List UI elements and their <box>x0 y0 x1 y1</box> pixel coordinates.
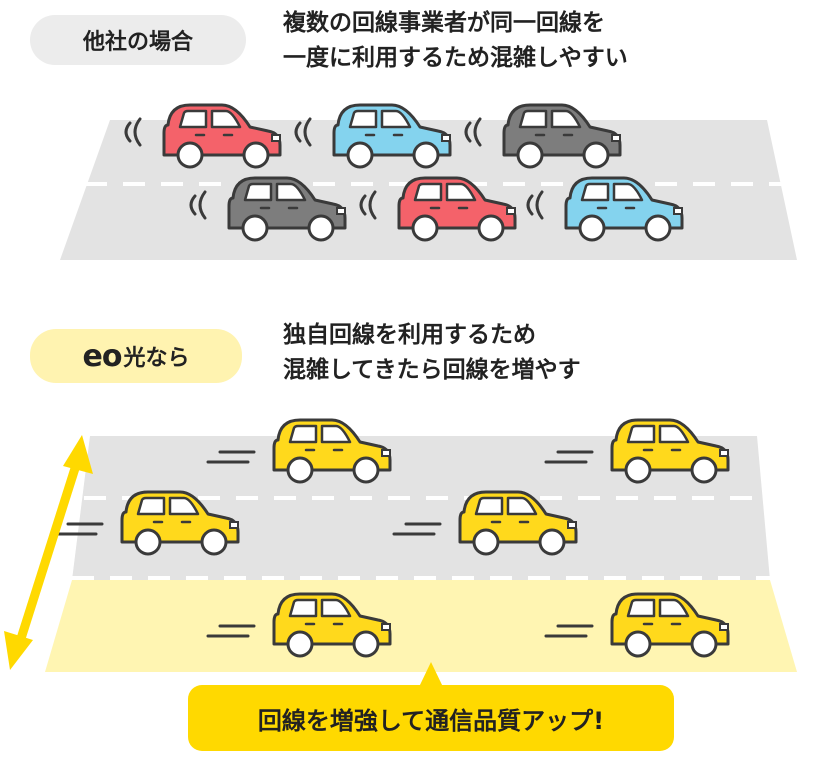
speed-lines-icon <box>206 624 256 638</box>
eo-road <box>72 436 770 580</box>
car-icon <box>162 103 282 169</box>
car-icon <box>397 176 517 242</box>
vibration-icon <box>124 117 142 147</box>
car-icon <box>610 592 730 658</box>
speed-lines-icon <box>54 522 104 536</box>
callout-text: 回線を増強して通信品質アップ! <box>257 706 605 735</box>
car-icon <box>227 176 347 242</box>
car-icon <box>458 490 578 556</box>
vibration-icon <box>464 117 482 147</box>
speed-lines-icon <box>392 522 442 536</box>
car-icon <box>564 176 684 242</box>
vibration-icon <box>294 117 312 147</box>
vibration-icon <box>359 190 377 220</box>
eo-label: eo 光なら <box>30 329 242 383</box>
vibration-icon <box>189 190 207 220</box>
others-label: 他社の場合 <box>30 15 246 65</box>
car-icon <box>120 490 240 556</box>
speed-lines-icon <box>544 624 594 638</box>
callout: 回線を増強して通信品質アップ! <box>188 685 674 751</box>
others-label-text: 他社の場合 <box>82 30 193 55</box>
speed-lines-icon <box>206 450 256 464</box>
car-icon <box>332 103 452 169</box>
others-description-line-1: 複数の回線事業者が同一回線を <box>283 10 605 36</box>
congested-cars <box>124 103 684 242</box>
callout-pointer <box>419 662 443 687</box>
car-icon <box>272 418 392 484</box>
added-lane <box>45 580 797 672</box>
car-icon <box>502 103 622 169</box>
speed-lines-icon <box>544 450 594 464</box>
eo-brand: eo <box>82 338 123 374</box>
eo-description-line-2: 混雑してきたら回線を増やす <box>283 357 581 383</box>
eo-cars <box>54 418 730 658</box>
others-description: 複数の回線事業者が同一回線を 一度に利用するため混雑しやすい <box>283 6 628 76</box>
others-description-line-2: 一度に利用するため混雑しやすい <box>283 45 628 71</box>
car-icon <box>272 592 392 658</box>
vibration-icon <box>526 190 544 220</box>
eo-label-text: 光なら <box>123 346 190 371</box>
lane-expansion-arrow-icon <box>4 435 93 670</box>
car-icon <box>610 418 730 484</box>
eo-description-line-1: 独自回線を利用するため <box>283 322 536 348</box>
eo-description: 独自回線を利用するため 混雑してきたら回線を増やす <box>283 318 581 388</box>
